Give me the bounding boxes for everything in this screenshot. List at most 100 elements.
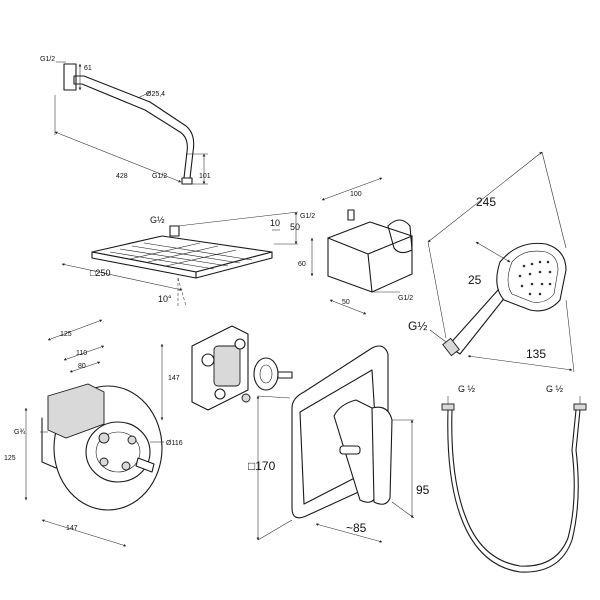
hand-shower-drawing: 245 25 G½ 135 [408, 151, 575, 373]
rough-in-port [127, 435, 137, 445]
dim-line-110 [63, 345, 105, 361]
outlet-height-label: 60 [298, 261, 306, 268]
arm-length-label: 428 [116, 173, 128, 180]
hand-shower-length-label: 245 [476, 195, 496, 209]
dim-line-125 [47, 319, 103, 341]
mixer-depth-label: ~85 [346, 521, 367, 535]
dim-line [257, 395, 291, 399]
overhead-thread-label: G½ [150, 215, 165, 225]
valve-inlet [201, 353, 215, 367]
rough-in-spindle [135, 457, 155, 473]
arm-outlet-thread-label: G1/2 [152, 173, 167, 180]
wall-outlet-drawing: G1/2 100 60 50 G1/2 [298, 177, 413, 315]
outlet-body [327, 221, 413, 293]
dim-line [565, 299, 575, 373]
arm-tube [73, 75, 195, 179]
dim-line-length [54, 131, 182, 183]
dim-line-bottom [41, 519, 127, 547]
rough-in-port [98, 432, 110, 444]
hand-shower-head [496, 242, 567, 312]
outlet-depth-label: 50 [342, 299, 350, 306]
overhead-thickness-label: 50 [290, 222, 300, 232]
hose-nut-left [441, 403, 455, 411]
overhead-top-label: 10 [270, 218, 280, 228]
rough-in-125-label: 125 [60, 331, 72, 338]
arm-flange-label: 61 [84, 65, 92, 72]
dim-line-depth [329, 299, 367, 315]
exploded-cartridge-drawing [191, 325, 293, 411]
hose-thread-left-label: G ½ [458, 384, 476, 394]
arm-height-label: 101 [199, 173, 211, 180]
valve-core [213, 345, 241, 387]
arm-diameter-label: Ø25,4 [146, 91, 165, 98]
mixer-plate-label: □170 [248, 459, 276, 473]
rough-in-110-label: 110 [76, 350, 87, 357]
arm-thread-label: G1/2 [40, 56, 55, 63]
dim-line-width [321, 177, 383, 201]
rough-in-frame [47, 383, 105, 439]
cartridge-core [259, 364, 273, 384]
dim-line [391, 501, 415, 519]
dim-line [257, 519, 293, 541]
hose-drawing: G ½ G ½ [441, 384, 587, 573]
dim-line-80 [69, 361, 101, 373]
hose-nut-right [573, 403, 587, 411]
overhead-shower-drawing: G½ 10 50 □250 10° [61, 211, 300, 308]
overhead-tilt-label: 10° [158, 294, 172, 304]
rough-in-valve-body [85, 421, 151, 483]
mixer-spout [339, 445, 361, 455]
hose-line-inner [451, 409, 577, 567]
rough-in-147-label: 147 [168, 375, 180, 382]
arm-outlet [181, 177, 193, 185]
arm-wall-flange [63, 63, 77, 91]
mixer-lever [371, 406, 393, 505]
hand-shower-thread-label: G½ [408, 319, 427, 333]
shower-arm-drawing: G1/2 61 Ø25,4 428 G1/2 101 [40, 56, 211, 185]
dim-line [177, 211, 299, 227]
outlet-thread-top-label: G1/2 [300, 213, 315, 220]
rough-in-port [121, 461, 131, 471]
dim-line [541, 151, 567, 249]
valve-inlet [214, 388, 226, 400]
mixer-height-label: 95 [416, 483, 430, 497]
rough-in-port [99, 457, 109, 467]
outlet-holder [387, 219, 413, 254]
rough-in-bracket [41, 417, 57, 469]
overhead-size-label: □250 [90, 268, 110, 278]
dim-line-width [467, 354, 573, 372]
dim-line-depth [315, 523, 383, 543]
valve-inlet [234, 338, 246, 350]
dim-line-length [427, 151, 543, 243]
outlet-thread-bottom-label: G1/2 [398, 295, 413, 302]
outlet-width-label: 100 [350, 191, 362, 198]
dim-line-head [475, 241, 511, 263]
cartridge-stem [277, 371, 293, 379]
hose-line [447, 409, 581, 573]
rough-in-diameter-label: Ø116 [166, 440, 183, 447]
hand-shower-nozzles [507, 250, 559, 303]
dim-line [429, 329, 447, 343]
hose-thread-right-label: G ½ [546, 384, 564, 394]
dim-line [137, 91, 151, 99]
hand-shower-width-label: 135 [526, 347, 546, 361]
hand-shower-handle [447, 289, 507, 355]
outlet-edge [367, 253, 373, 293]
rough-in-80-label: 80 [78, 363, 86, 370]
rough-in-height-label: 125 [4, 455, 16, 462]
hand-shower-head-label: 25 [468, 273, 482, 287]
outlet-pin [347, 209, 355, 221]
rough-in-valve-ring [95, 431, 141, 473]
overhead-plate-side [195, 251, 273, 279]
overhead-tilt-axis [177, 277, 187, 307]
screw [241, 393, 251, 403]
mixer-drawing: □170 95 ~85 [248, 345, 430, 543]
dim-line [427, 241, 447, 339]
rough-in-drawing: 125 110 80 147 G¾ 125 Ø116 147 [4, 319, 183, 547]
rough-in-bottom-label: 147 [66, 525, 78, 532]
overhead-connector [169, 225, 180, 237]
dim-line-size [61, 263, 183, 291]
hand-shower-thread [442, 337, 460, 357]
cartridge [253, 357, 279, 391]
